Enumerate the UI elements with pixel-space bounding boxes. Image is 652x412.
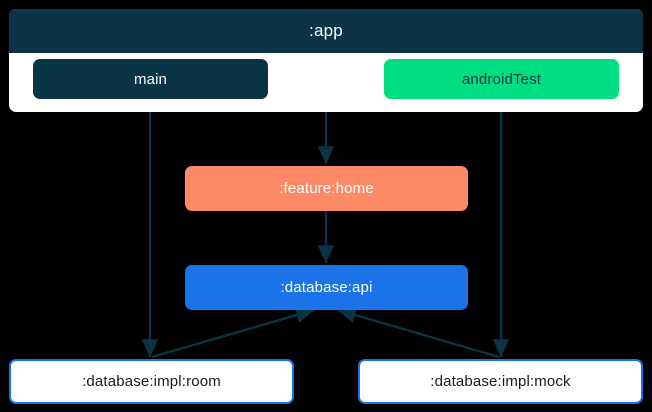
edge-database-impl-mock-to-database-api [337, 307, 500, 359]
node-database-api[interactable]: :database:api [185, 265, 468, 310]
node-database-impl-mock[interactable]: :database:impl:mock [358, 359, 643, 404]
node-database-impl-mock-label: :database:impl:mock [430, 373, 571, 390]
node-main-label: main [133, 70, 168, 88]
node-main[interactable]: main [33, 59, 268, 99]
subgraph-app[interactable]: :app main androidTest [9, 9, 643, 112]
node-feature-home-label: :feature:home [279, 180, 374, 197]
node-androidtest[interactable]: androidTest [384, 59, 619, 99]
node-database-impl-room-label: :database:impl:room [82, 373, 221, 390]
subgraph-app-body: main androidTest [9, 53, 643, 111]
node-database-api-label: :database:api [280, 279, 373, 296]
subgraph-app-title: :app [9, 9, 643, 53]
edge-database-impl-room-to-database-api [151, 307, 315, 359]
node-database-impl-room[interactable]: :database:impl:room [9, 359, 294, 404]
node-feature-home[interactable]: :feature:home [185, 166, 468, 211]
node-androidtest-label: androidTest [461, 70, 542, 88]
